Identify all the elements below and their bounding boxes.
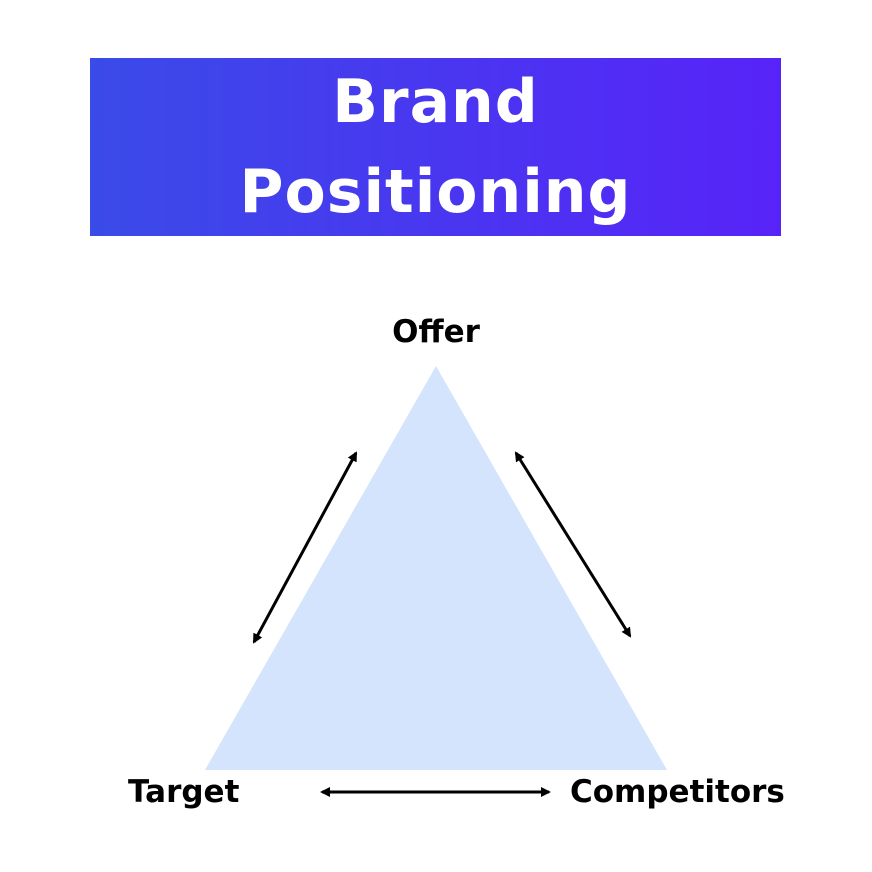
- page-title: Brand Positioning: [240, 57, 632, 237]
- node-label-target: Target: [128, 774, 240, 810]
- node-label-competitors: Competitors: [570, 774, 785, 810]
- node-label-offer: Offer: [392, 314, 480, 350]
- arrow-offer-competitors: [514, 451, 632, 638]
- arrow-target-offer: [252, 451, 358, 644]
- title-line-2: Positioning: [239, 157, 632, 227]
- title-banner: Brand Positioning: [90, 58, 781, 236]
- title-line-1: Brand: [332, 67, 539, 137]
- positioning-triangle: [205, 366, 667, 770]
